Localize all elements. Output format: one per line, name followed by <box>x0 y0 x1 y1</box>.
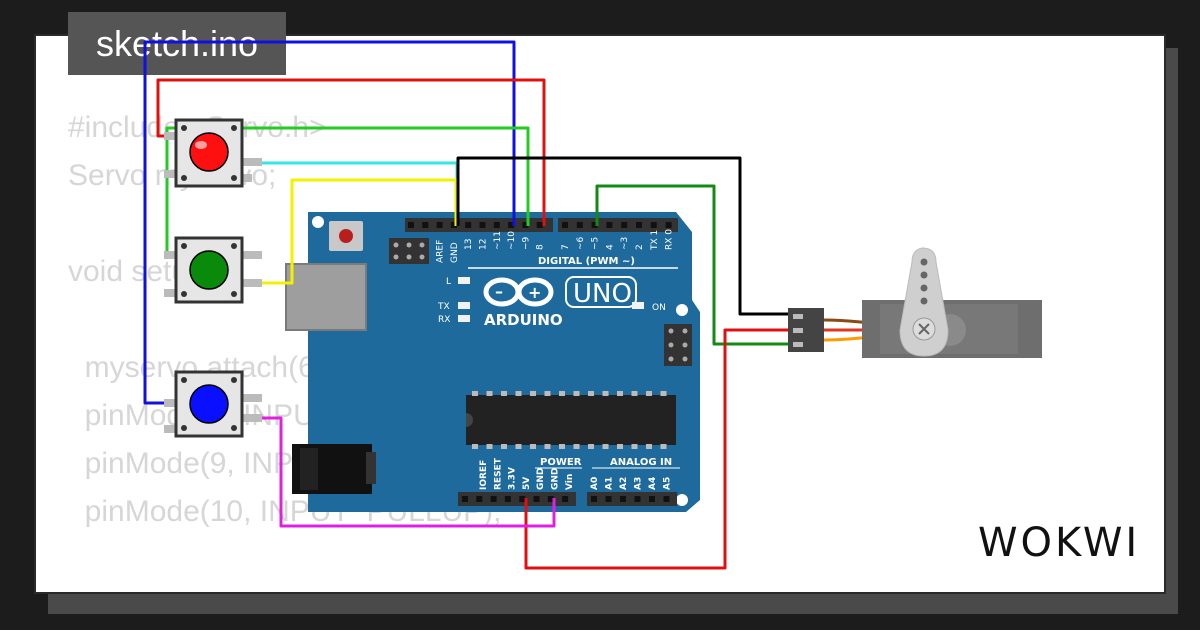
arduino-brand: ARDUINO <box>484 311 563 329</box>
wires <box>143 40 790 570</box>
pushbutton-blue[interactable] <box>164 370 262 438</box>
power-jack <box>292 444 376 494</box>
analog-pin-label: A3 <box>634 477 644 490</box>
button-cap-red <box>189 132 229 172</box>
digital-pin-label: AREF <box>436 240 446 263</box>
analog-pin-label: A0 <box>590 477 600 490</box>
power-pin-label: GND <box>551 468 561 490</box>
wire-red-servo <box>524 328 790 570</box>
rx-led <box>458 315 470 322</box>
digital-pin-label: GND <box>450 242 460 263</box>
svg-text:+: + <box>528 283 541 302</box>
reset-button-cap <box>339 229 353 243</box>
analog-pin-label: A2 <box>619 477 629 490</box>
l-led <box>458 277 470 284</box>
mount-hole <box>676 494 688 506</box>
pushbutton-green[interactable] <box>164 236 262 304</box>
arduino-uno-board[interactable]: AREF GND 13 12 ~11 ~10 ~9 8 7 ~6 ~5 4 ~3 2 TX 1 RX 0 IO… <box>285 212 700 512</box>
digital-pin-label: 13 <box>464 239 474 250</box>
icsp-header-top <box>389 238 429 264</box>
digital-pin-label: RX 0 <box>665 229 675 250</box>
power-section-label: POWER <box>540 457 582 468</box>
digital-pin-label: 4 <box>605 244 615 250</box>
analog-header <box>587 492 677 506</box>
l-led-label: L <box>446 277 451 287</box>
on-led <box>632 302 644 309</box>
digital-pin-label: 12 <box>479 239 489 250</box>
svg-text:–: – <box>495 282 503 301</box>
servo-motor[interactable] <box>788 247 1042 358</box>
digital-pin-label: ~11 <box>493 231 503 250</box>
button-cap-green <box>189 250 229 290</box>
digital-pin-label: 2 <box>635 244 645 250</box>
icsp-header-right <box>664 324 692 366</box>
digital-pin-label: TX 1 <box>650 230 660 251</box>
digital-header-left <box>405 218 553 232</box>
mount-hole <box>676 304 688 316</box>
power-pin-labels: IOREF RESET 3.3V 5V GND GND Vin A0 A1 A2 A3 A4 A5 <box>479 457 673 490</box>
power-pin-label: Vin <box>565 474 575 490</box>
digital-header-right <box>558 218 678 232</box>
digital-pin-label: 7 <box>561 244 571 250</box>
usb-connector <box>286 264 366 330</box>
code-line: } <box>68 584 502 592</box>
analog-section-label: ANALOG IN <box>610 457 672 468</box>
analog-pin-label: A1 <box>605 477 615 490</box>
digital-pin-label: ~9 <box>521 236 531 250</box>
digital-pin-label: ~6 <box>576 236 586 250</box>
digital-pin-label: 8 <box>536 244 546 250</box>
rx-led-label: RX <box>438 315 450 325</box>
wire-magenta <box>262 416 556 528</box>
atmega-chip <box>466 391 676 449</box>
mount-hole <box>312 216 324 228</box>
digital-section-label: DIGITAL (PWM ~) <box>538 256 635 267</box>
wire-red <box>156 78 546 226</box>
wire-black <box>456 156 790 316</box>
power-pin-label: IOREF <box>479 460 489 490</box>
pushbutton-red[interactable] <box>164 118 262 188</box>
tx-led <box>458 302 470 309</box>
wire-darkgreen <box>595 184 790 346</box>
wire-blue <box>143 40 516 405</box>
wokwi-logo: WOKWI <box>978 520 1141 566</box>
arduino-model: UNO <box>573 279 632 309</box>
tx-led-label: TX <box>437 302 450 312</box>
analog-pin-label: A4 <box>648 477 658 490</box>
analog-pin-label: A5 <box>663 477 673 490</box>
arduino-logo-icon <box>483 277 554 307</box>
wire-yellow <box>262 178 458 285</box>
digital-pin-label: ~10 <box>507 231 517 250</box>
power-pin-label: GND <box>536 468 546 490</box>
digital-pin-label: ~3 <box>620 237 630 250</box>
digital-pin-label: ~5 <box>591 237 601 250</box>
power-header <box>458 492 576 506</box>
bottom-header-pins <box>462 496 670 502</box>
power-pin-label: 3.3V <box>508 467 518 490</box>
power-pin-label: 5V <box>522 477 532 490</box>
digital-header-pins <box>408 222 672 228</box>
power-pin-label: RESET <box>493 457 503 490</box>
on-led-label: ON <box>652 303 666 313</box>
digital-pin-labels: AREF GND 13 12 ~11 ~10 ~9 8 7 ~6 ~5 4 ~3 2 TX 1 RX 0 <box>436 229 675 263</box>
button-cap-blue <box>189 384 229 424</box>
